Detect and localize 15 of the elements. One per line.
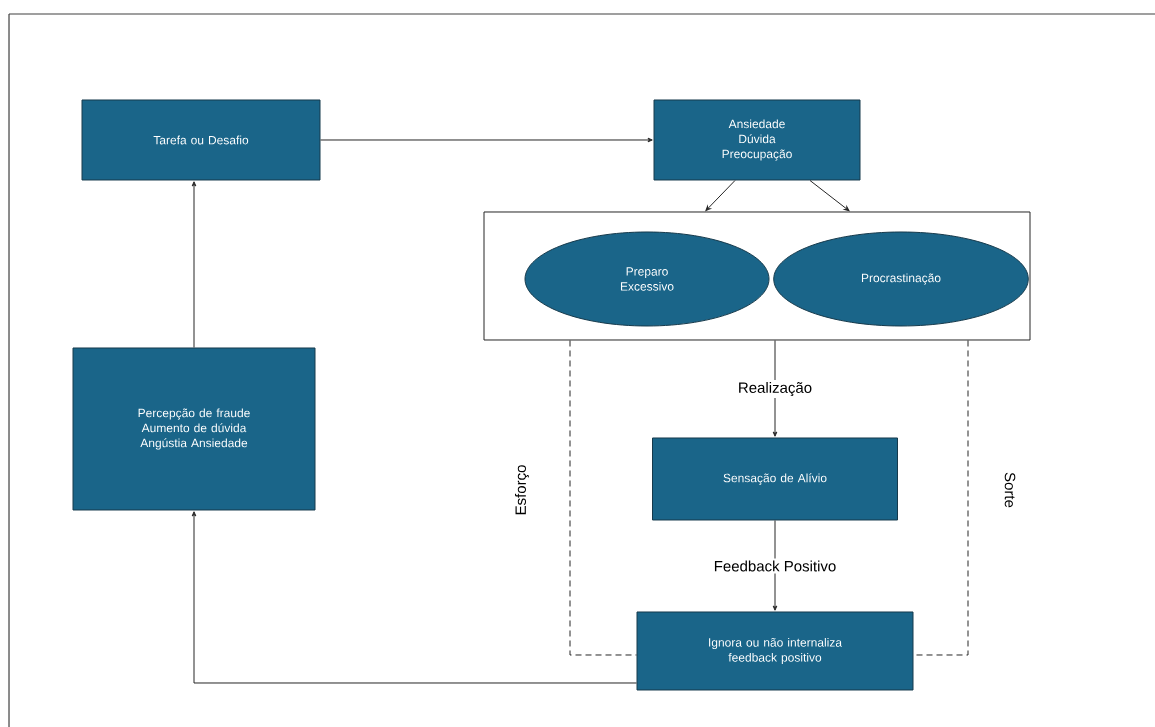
arrow <box>191 511 637 684</box>
edge-label: Sorte <box>1003 471 1017 509</box>
process-box: Tarefa ou Desafio <box>81 99 321 181</box>
process-box: Percepção de fraude Aumento de dúvida Angústia Ansiedade <box>72 347 316 511</box>
arrow <box>772 520 778 611</box>
edge-label: Realização <box>735 379 815 398</box>
process-box: Ignora ou não internaliza feedback positivo <box>636 611 914 691</box>
process-box: Sensação de Alívio <box>652 437 898 521</box>
arrow <box>809 180 850 212</box>
process-box: Ansiedade Dúvida Preocupação <box>653 99 861 181</box>
arrow <box>705 180 736 212</box>
edge-label: Feedback Positivo <box>711 558 839 574</box>
edge-label: Esforço <box>514 463 531 517</box>
arrow <box>191 181 197 348</box>
arrow <box>320 137 653 143</box>
